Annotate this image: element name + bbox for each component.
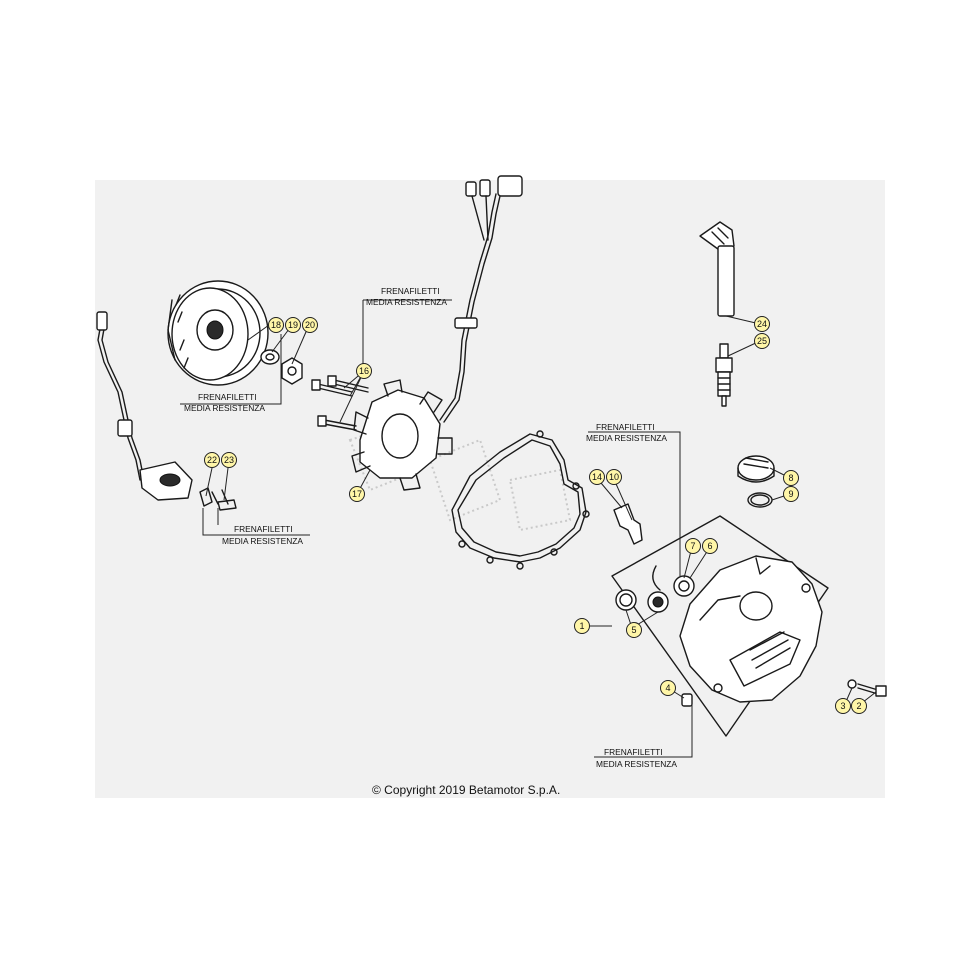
note-frenafiletti: FRENAFILETTI <box>604 747 663 757</box>
svg-text:9: 9 <box>788 489 793 499</box>
threadlocker-note-stator: FRENAFILETTI MEDIA RESISTENZA <box>366 286 447 307</box>
svg-text:16: 16 <box>359 366 369 376</box>
callout-19: 19 <box>285 317 301 333</box>
callout-10: 10 <box>606 469 622 485</box>
callout-18: 18 <box>268 317 284 333</box>
note-media-resistenza: MEDIA RESISTENZA <box>184 403 265 413</box>
callout-17: 17 <box>349 486 365 502</box>
svg-text:8: 8 <box>788 473 793 483</box>
cable-clamp-10 <box>613 503 643 545</box>
pickup-sensor-cable <box>96 311 237 511</box>
svg-text:7: 7 <box>690 541 695 551</box>
svg-text:3: 3 <box>840 701 845 711</box>
svg-text:22: 22 <box>207 455 217 465</box>
callout-2: 2 <box>851 698 867 714</box>
oil-filler-cap-8 <box>737 455 775 483</box>
copyright-notice: © Copyright 2019 Betamotor S.p.A. <box>372 783 561 797</box>
threadlocker-note-flywheel: FRENAFILETTI MEDIA RESISTENZA <box>184 392 265 413</box>
callout-22: 22 <box>204 452 220 468</box>
threadlocker-note-sensor: FRENAFILETTI MEDIA RESISTENZA <box>222 524 303 546</box>
svg-text:10: 10 <box>609 472 619 482</box>
seal-6 <box>673 575 695 597</box>
svg-text:2: 2 <box>856 701 861 711</box>
note-media-resistenza: MEDIA RESISTENZA <box>586 433 667 443</box>
note-media-resistenza: MEDIA RESISTENZA <box>596 759 677 769</box>
stator-coil <box>351 175 523 491</box>
o-ring-9 <box>747 492 773 508</box>
cover-gasket <box>451 430 590 570</box>
callout-14: 14 <box>589 469 605 485</box>
callout-23: 23 <box>221 452 237 468</box>
callout-9: 9 <box>783 486 799 502</box>
note-media-resistenza: MEDIA RESISTENZA <box>222 536 303 546</box>
callout-16: 16 <box>356 363 372 379</box>
svg-text:6: 6 <box>707 541 712 551</box>
spark-plug-25 <box>715 343 733 407</box>
washer-19 <box>260 349 280 365</box>
bearing-5 <box>647 591 669 613</box>
svg-text:24: 24 <box>757 319 767 329</box>
threadlocker-note-plug: FRENAFILETTI MEDIA RESISTENZA <box>596 747 677 769</box>
callout-1: 1 <box>574 618 590 634</box>
svg-text:18: 18 <box>271 320 281 330</box>
svg-text:19: 19 <box>288 320 298 330</box>
callout-25: 25 <box>754 333 770 349</box>
note-frenafiletti: FRENAFILETTI <box>596 422 655 432</box>
svg-text:25: 25 <box>757 336 767 346</box>
svg-text:20: 20 <box>305 320 315 330</box>
screw-2-washer-3 <box>847 679 887 697</box>
callout-3: 3 <box>835 698 851 714</box>
callout-5: 5 <box>626 622 642 638</box>
callout-6: 6 <box>702 538 718 554</box>
oil-seal-5 <box>615 589 637 611</box>
svg-text:4: 4 <box>665 683 670 693</box>
svg-text:23: 23 <box>224 455 234 465</box>
callout-24: 24 <box>754 316 770 332</box>
note-frenafiletti: FRENAFILETTI <box>234 524 293 534</box>
circlip-7 <box>652 565 661 591</box>
flywheel-rotor <box>167 280 269 386</box>
ignition-cover-1 <box>611 515 829 737</box>
plug-4 <box>681 693 693 707</box>
nut-20 <box>281 357 303 385</box>
spark-plug-cap-24 <box>699 221 735 317</box>
svg-text:5: 5 <box>631 625 636 635</box>
callout-4: 4 <box>660 680 676 696</box>
callout-8: 8 <box>783 470 799 486</box>
note-media-resistenza: MEDIA RESISTENZA <box>366 297 447 307</box>
watermark <box>348 418 572 532</box>
stator-screws-16 <box>311 375 369 431</box>
note-frenafiletti: FRENAFILETTI <box>381 286 440 296</box>
callout-7: 7 <box>685 538 701 554</box>
svg-text:1: 1 <box>579 621 584 631</box>
threadlocker-note-cover: FRENAFILETTI MEDIA RESISTENZA <box>586 422 667 443</box>
svg-text:17: 17 <box>352 489 362 499</box>
leader-lines <box>180 299 877 758</box>
note-frenafiletti: FRENAFILETTI <box>198 392 257 402</box>
callout-20: 20 <box>302 317 318 333</box>
svg-text:14: 14 <box>592 472 602 482</box>
